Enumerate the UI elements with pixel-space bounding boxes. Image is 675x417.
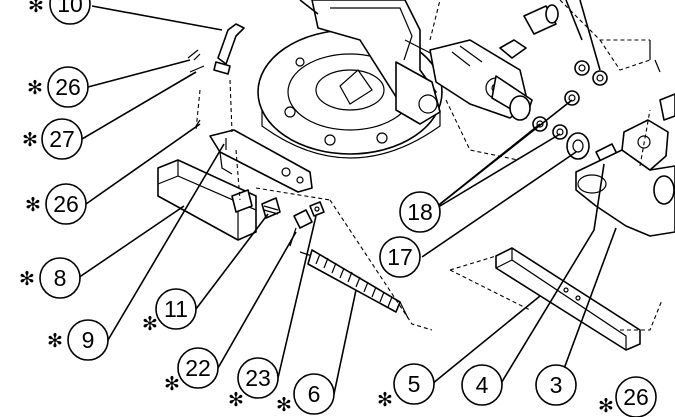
asterisk-marker-icon: ✻ (276, 394, 292, 416)
callout-c22: 22✻ (164, 347, 219, 395)
callout-number: 23 (245, 365, 271, 391)
callout-number: 18 (407, 199, 433, 225)
small-pins (187, 49, 205, 127)
callout-number: 3 (550, 372, 563, 398)
callout-bubble (45, 183, 87, 225)
asterisk-marker-icon: ✻ (25, 194, 41, 216)
gear-housing (575, 119, 675, 237)
washer-set (532, 60, 608, 140)
asterisk-marker-icon: ✻ (22, 129, 38, 151)
callout-bubble (293, 373, 335, 415)
callout-bubble (47, 66, 89, 108)
callout-number: 22 (185, 355, 211, 381)
callout-c11: 11 ✻ (142, 288, 197, 335)
callout-c8: 8✻ (19, 257, 81, 299)
callout-c18: 18 (399, 191, 441, 233)
square-tube-lower (495, 247, 641, 351)
callout-c10: 10 ✻ (28, 0, 91, 25)
callout-c17: 17 (379, 236, 421, 278)
callout-bubble (155, 288, 197, 330)
callout-number: 8 (54, 265, 67, 291)
asterisk-marker-icon: ✻ (228, 389, 244, 411)
asterisk-marker-icon: ✻ (28, 0, 44, 17)
bushing (523, 4, 559, 35)
lock-pin (213, 23, 245, 75)
callout-c27: 27 ✻ (22, 118, 83, 160)
tension-spring (299, 249, 409, 319)
square-tube-left (157, 159, 257, 241)
bearing (566, 132, 590, 160)
right-edge-part (649, 40, 675, 121)
callout-c3: 3 (535, 364, 577, 406)
assembly-lines (195, 0, 663, 331)
callout-bubble (535, 364, 577, 406)
callout-bubble (461, 364, 503, 406)
callout-number: 26 (623, 384, 649, 410)
asterisk-marker-icon: ✻ (142, 313, 158, 335)
callout-number: 26 (53, 191, 79, 217)
swing-arm (311, 0, 441, 125)
callout-bubble (615, 376, 657, 417)
callout-number: 9 (82, 327, 95, 353)
callout-number: 5 (408, 371, 421, 397)
callout-number: 11 (164, 296, 188, 322)
callout-c26a: 26 ✻ (27, 66, 89, 108)
callout-c23: 23✻ (228, 357, 279, 411)
callout-bubble (39, 257, 81, 299)
asterisk-marker-icon: ✻ (47, 330, 63, 352)
callout-number: 27 (49, 126, 75, 152)
asterisk-marker-icon: ✻ (377, 389, 393, 411)
callout-bubble (379, 236, 421, 278)
asterisk-marker-icon: ✻ (164, 373, 180, 395)
asterisk-marker-icon: ✻ (598, 395, 614, 417)
callout-number: 10 (57, 0, 83, 17)
callout-c9: 9✻ (47, 319, 109, 361)
callout-c26b: 26 ✻ (25, 183, 87, 225)
callout-c6: 6✻ (276, 373, 335, 416)
callout-bubble (41, 118, 83, 160)
callout-number: 6 (308, 381, 321, 407)
callout-bubble (67, 319, 109, 361)
callout-number: 4 (476, 372, 489, 398)
drive-shaft (429, 39, 533, 121)
callout-number: 17 (387, 244, 413, 270)
callout-bubble (177, 347, 219, 389)
callout-number: 26 (55, 74, 81, 100)
callout-c26c: 26 ✻ (598, 376, 657, 417)
asterisk-marker-icon: ✻ (27, 77, 43, 99)
callout-bubble (49, 0, 91, 25)
callout-bubble (399, 191, 441, 233)
callout-c5: 5✻ (377, 363, 435, 411)
callout-bubble (237, 357, 279, 399)
asterisk-marker-icon: ✻ (19, 268, 35, 290)
callout-c4: 4 (461, 364, 503, 406)
leader-lines (77, 0, 617, 395)
bolt (289, 201, 325, 247)
callout-bubble (393, 363, 435, 405)
spring-clip (231, 189, 281, 219)
